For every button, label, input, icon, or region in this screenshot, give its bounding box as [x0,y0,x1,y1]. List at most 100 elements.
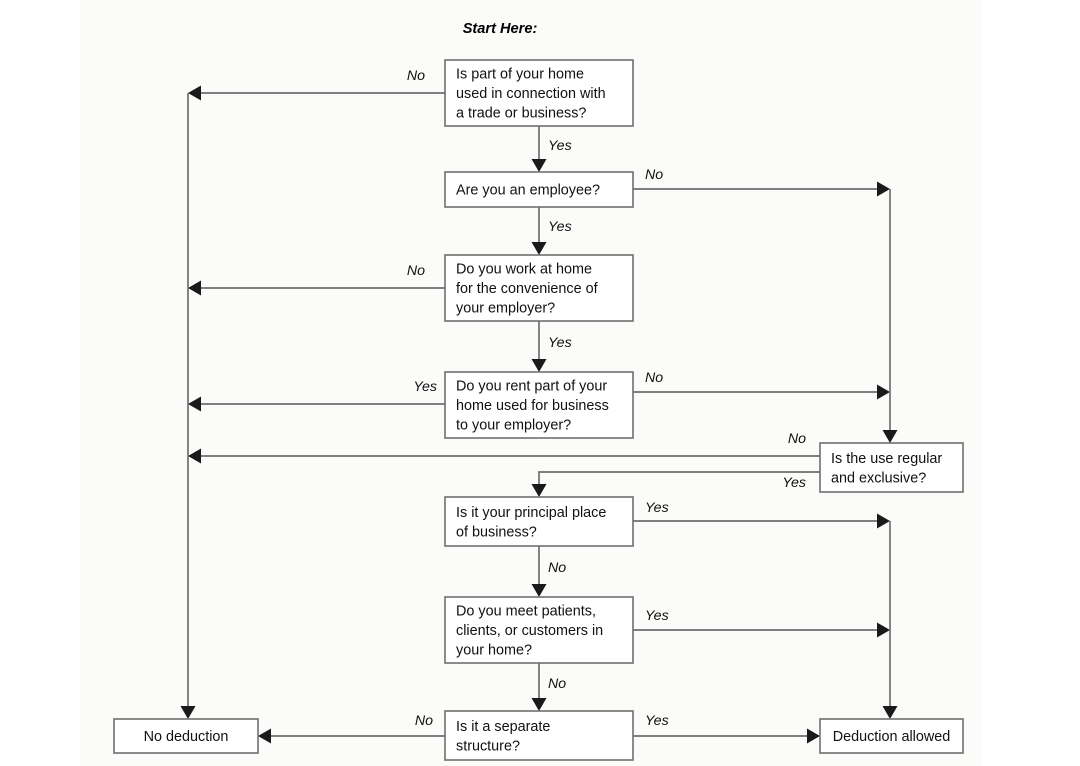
edge-label-e-n4-yes: Yes [413,379,437,395]
edge-label-e-n6-yes: Yes [645,500,669,516]
node-text-line: used in connection with [456,86,606,102]
node-box[interactable] [444,371,634,439]
flow-node-start-label: Start Here: [463,21,538,37]
flow-edge-e-left-rail [180,93,196,719]
node-box[interactable] [444,710,634,761]
start-here-label: Start Here: [463,21,538,37]
node-text-line: Deduction allowed [833,729,951,745]
flow-edge-e-n7-no: No [531,663,566,711]
flow-edge-e-n8-no: No [258,713,445,744]
arrowhead-down [531,159,547,172]
node-text-line: home used for business [456,398,609,414]
nodes-layer: Start Here: Is part of your home used in c… [113,21,964,761]
arrowhead-right [807,728,820,744]
arrowhead-down [531,698,547,711]
arrowhead-left [188,280,201,296]
edge-label-e-n6-no: No [548,560,566,576]
flow-node-n7[interactable]: Do you meet patients, clients, or custome… [444,596,634,664]
flow-edge-e-n7-yes: Yes [633,608,890,638]
flow-edge-e-n1-yes: Yes [531,126,572,172]
node-box[interactable] [444,596,634,664]
flow-edge-e-n2-yes: Yes [531,207,572,255]
edge-label-e-n7-no: No [548,676,566,692]
node-box[interactable] [444,59,634,127]
node-text-line: No deduction [144,729,229,745]
arrowhead-down [531,242,547,255]
flow-edge-e-n5-yes: Yes [531,471,820,497]
node-box[interactable] [113,718,259,754]
edge-label-e-n5-no: No [788,431,806,447]
node-text-line: Do you work at home [456,262,592,278]
edge-label-e-n3-yes: Yes [548,335,572,351]
flow-edge-e-rail-lower [882,521,898,719]
node-box[interactable] [819,442,964,493]
node-text-line: to your employer? [456,418,571,434]
flow-node-n5[interactable]: Is the use regular and exclusive? [819,442,964,493]
edge-label-e-n7-yes: Yes [645,608,669,624]
arrowhead-down [531,484,547,497]
node-text-line: Do you rent part of your [456,379,607,395]
edge-label-e-n3-no: No [407,263,425,279]
node-text-line: clients, or customers in [456,623,603,639]
edge-label-e-n2-yes: Yes [548,219,572,235]
arrowhead-left [258,728,271,744]
node-text-line: of business? [456,524,537,540]
edge-label-e-n8-yes: Yes [645,713,669,729]
flow-edge-e-n4-yes: Yes [188,379,445,412]
flow-edge-e-n2-no: No [633,167,890,197]
node-text-line: for the convenience of [456,281,599,297]
arrowhead-down [531,359,547,372]
node-box[interactable] [444,254,634,322]
flow-edge-e-n5-no: No [188,431,820,464]
flow-edge-e-n1-no: No [188,68,445,101]
flow-node-n6[interactable]: Is it your principal place of business? [444,496,634,547]
flow-edge-e-n3-no: No [188,263,445,296]
arrowhead-left [188,448,201,464]
flow-node-n3[interactable]: Do you work at home for the convenience o… [444,254,634,322]
node-box[interactable] [444,171,634,208]
node-text-line: Are you an employee? [456,183,600,199]
flow-edge-e-n4-no: No [633,370,890,400]
arrowhead-right [877,384,890,400]
edge-label-e-n2-no: No [645,167,663,183]
flow-node-n4[interactable]: Do you rent part of your home used for bu… [444,371,634,439]
node-text-line: Is the use regular [831,451,942,467]
flow-edge-e-rail-upper [882,189,898,443]
arrowhead-right [877,513,890,529]
flow-edge-e-n3-yes: Yes [531,321,572,372]
node-text-line: structure? [456,738,520,754]
flow-node-n2[interactable]: Are you an employee? [444,171,634,208]
flow-edge-e-n6-no: No [531,546,566,597]
node-box[interactable] [819,718,964,754]
flow-edge-e-n6-yes: Yes [633,500,890,529]
flow-node-n8[interactable]: Is it a separate structure? [444,710,634,761]
flow-node-t2[interactable]: Deduction allowed [819,718,964,754]
arrowhead-down [180,706,196,719]
edge-label-e-n1-no: No [407,68,425,84]
flow-node-n1[interactable]: Is part of your home used in connection w… [444,59,634,127]
flow-node-t1[interactable]: No deduction [113,718,259,754]
node-text-line: your home? [456,643,532,659]
node-text-line: Is it a separate [456,719,550,735]
edge-label-e-n5-yes: Yes [782,475,806,491]
arrowhead-right [877,181,890,197]
edge-label-e-n4-no: No [645,370,663,386]
edge-label-e-n8-no: No [415,713,433,729]
arrowhead-down [882,706,898,719]
edge-path [538,471,820,487]
node-text-line: and exclusive? [831,470,926,486]
node-text-line: Do you meet patients, [456,604,596,620]
node-text-line: Is part of your home [456,67,584,83]
arrowhead-left [188,85,201,101]
node-text-line: your employer? [456,301,555,317]
node-text-line: Is it your principal place [456,505,606,521]
arrowhead-right [877,622,890,638]
node-text-line: a trade or business? [456,106,586,122]
edge-label-e-n1-yes: Yes [548,138,572,154]
node-box[interactable] [444,496,634,547]
arrowhead-down [531,584,547,597]
arrowhead-left [188,396,201,412]
